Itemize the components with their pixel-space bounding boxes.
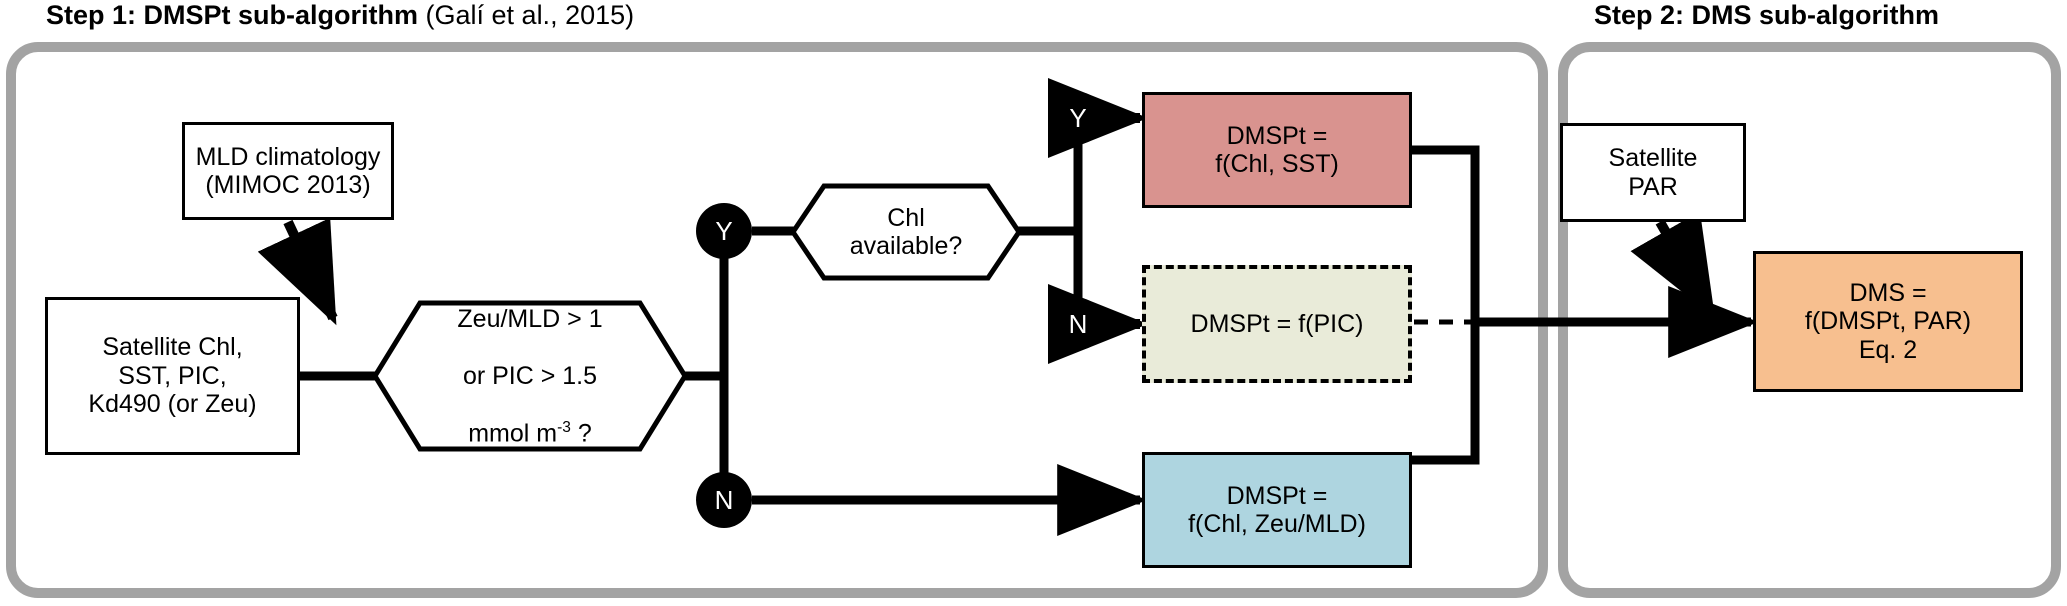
panel-title-step1: Step 1: DMSPt sub-algorithm (Galí et al.… — [46, 2, 634, 29]
decision-chl-available[interactable]: Chl available? — [790, 183, 1022, 281]
panel-title-step1-bold: Step 1: DMSPt sub-algorithm — [46, 0, 419, 30]
decision-marker-zeu-no: N — [696, 472, 752, 528]
node-dms-output[interactable]: DMS = f(DMSPt, PAR) Eq. 2 — [1753, 251, 2023, 392]
hexagon-shape — [372, 300, 688, 452]
node-satellite-inputs[interactable]: Satellite Chl, SST, PIC, Kd490 (or Zeu) — [45, 297, 300, 455]
node-satellite-par[interactable]: Satellite PAR — [1560, 123, 1746, 222]
node-dmspt-pic[interactable]: DMSPt = f(PIC) — [1142, 265, 1412, 383]
panel-title-step2-bold: Step 2: DMS sub-algorithm — [1594, 0, 1940, 30]
decision-marker-chl-yes: Y — [1052, 92, 1104, 144]
node-mld-climatology[interactable]: MLD climatology (MIMOC 2013) — [182, 122, 394, 220]
node-dmspt-chl-sst[interactable]: DMSPt = f(Chl, SST) — [1142, 92, 1412, 208]
node-dmspt-chl-zeu-mld[interactable]: DMSPt = f(Chl, Zeu/MLD) — [1142, 452, 1412, 568]
panel-title-step2: Step 2: DMS sub-algorithm — [1594, 2, 1939, 29]
panel-title-step1-citation: (Galí et al., 2015) — [418, 0, 635, 30]
decision-marker-zeu-yes: Y — [696, 203, 752, 259]
decision-zeu-mld-pic[interactable]: Zeu/MLD > 1 or PIC > 1.5 mmol m-3 ? — [372, 300, 688, 452]
hexagon-shape — [790, 183, 1022, 281]
decision-marker-chl-no: N — [1052, 298, 1104, 350]
